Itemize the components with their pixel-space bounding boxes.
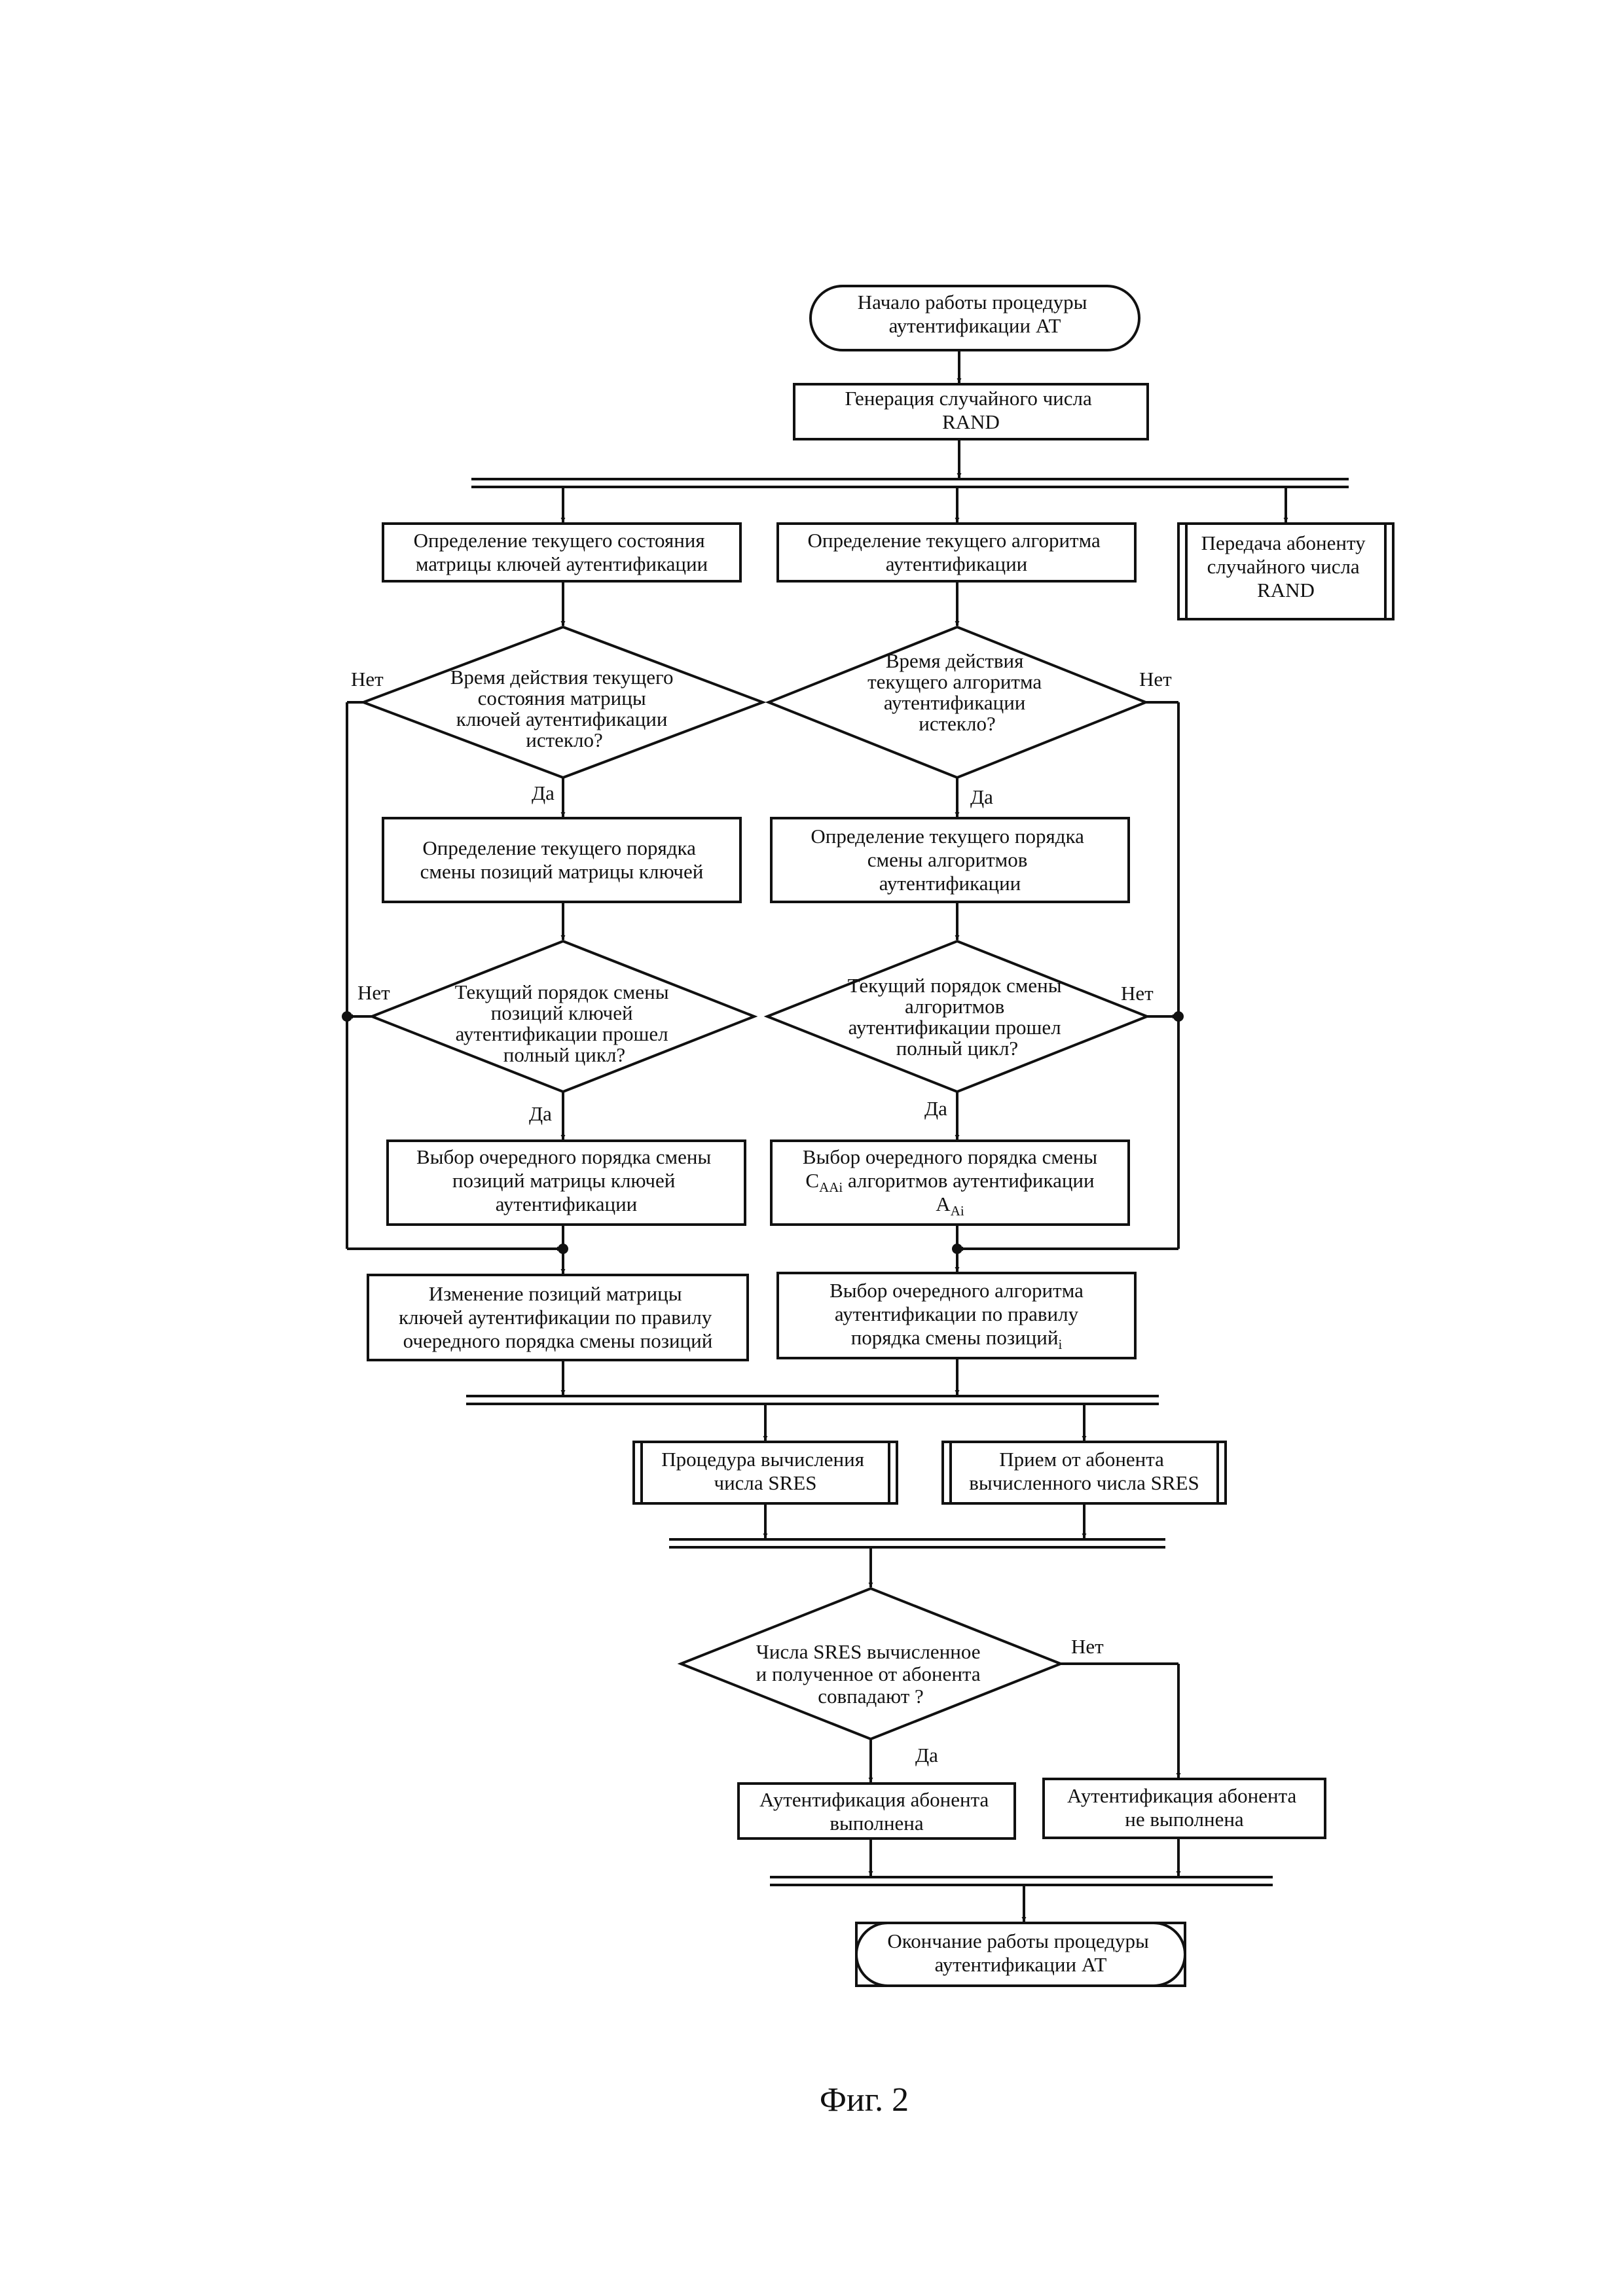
yes-label-sres: Да [915,1744,938,1767]
svg-text:CAAi алгоритмов аутентификации: CAAi алгоритмов аутентификации [805,1169,1094,1195]
yes-label-alg-time: Да [970,785,993,808]
no-label-key-cycle: Нет [357,981,390,1004]
join-bar-4 [770,1877,1273,1885]
select-next-algorithm-label: Выбор очередного алгоритма аутентификаци… [830,1279,1084,1352]
svg-text:Выбор очередного алгоритма: Выбор очередного алгоритма [830,1279,1084,1302]
start-label: Начало работы процедуры аутентификации А… [858,291,1092,337]
receive-sres-label: Прием от абонента вычисленного числа SRE… [969,1448,1199,1494]
yes-label-key-cycle: Да [529,1102,552,1125]
junction-dot-alg-right [1173,1011,1184,1022]
join-bar-3 [669,1539,1165,1547]
junction-dot-key-left [342,1011,352,1022]
svg-text:Выбор очередного порядка смены: Выбор очередного порядка смены [803,1145,1097,1168]
no-label-key-time: Нет [351,668,384,691]
determine-key-order-label: Определение текущего порядка смены позиц… [420,836,704,883]
no-label-alg-cycle: Нет [1121,982,1154,1005]
junction-dot-key-merge [558,1244,568,1254]
join-bar-2 [466,1396,1159,1404]
figure-caption: Фиг. 2 [820,2081,909,2119]
fork-bar-1 [471,479,1349,487]
no-label-alg-time: Нет [1139,668,1172,691]
svg-text:порядка смены позицийi: порядка смены позицийi [851,1326,1063,1352]
junction-dot-alg-merge [952,1244,962,1254]
yes-label-key-time: Да [532,781,555,804]
determine-key-state-label: Определение текущего состояния матрицы к… [414,529,710,575]
svg-text:аутентификации по правилу: аутентификации по правилу [835,1302,1079,1325]
yes-label-alg-cycle: Да [924,1097,947,1120]
change-key-positions-label: Изменение позиций матрицы ключей аутенти… [399,1282,717,1352]
no-label-sres: Нет [1071,1635,1104,1658]
